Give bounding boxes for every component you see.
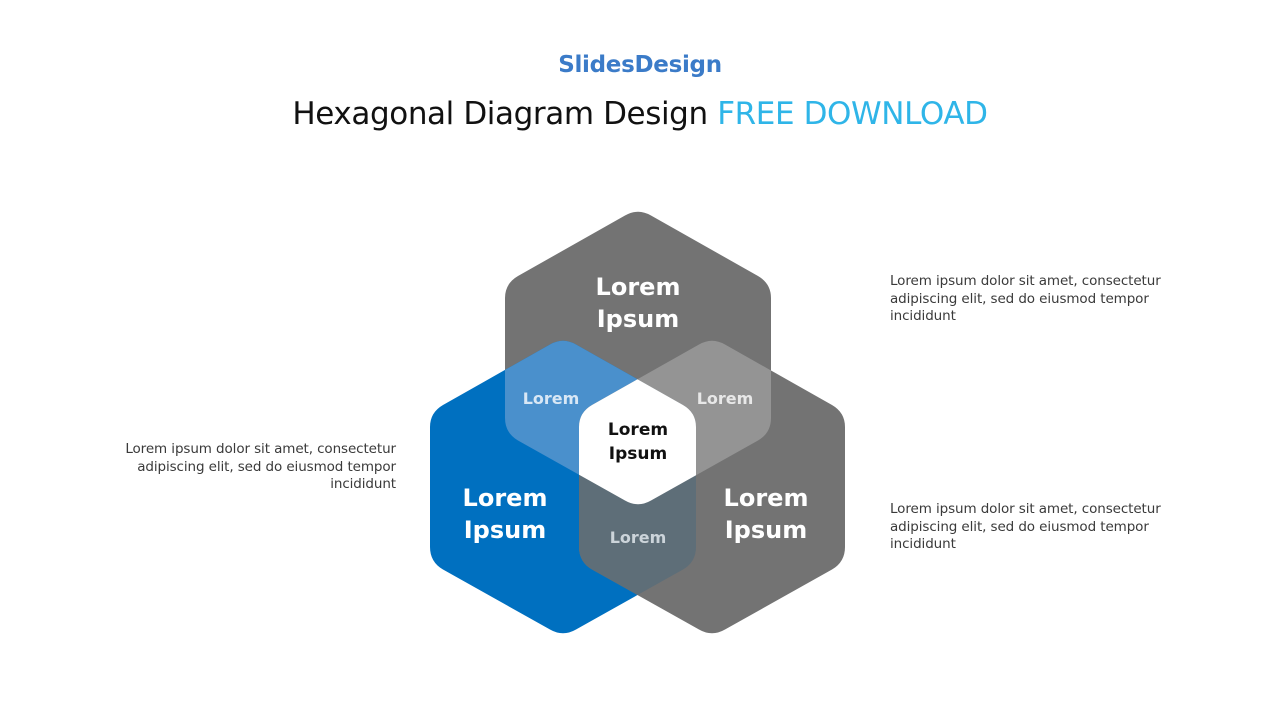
description-line: incididunt (890, 536, 956, 553)
description-line: Lorem ipsum dolor sit amet, consectetur (890, 501, 1161, 517)
overlap-top-right-label: Lorem (696, 389, 754, 408)
description-right-top: Lorem ipsum dolor sit amet, consectetur … (890, 273, 1210, 326)
center-label: Lorem Ipsum (583, 418, 693, 466)
description-line: incididunt (330, 476, 396, 493)
description-line: adipiscing elit, sed do eiusmod tempor (890, 518, 1149, 535)
description-line: adipiscing elit, sed do eiusmod tempor (137, 458, 396, 475)
description-line: Lorem ipsum dolor sit amet, consectetur (125, 441, 396, 457)
description-right-bottom: Lorem ipsum dolor sit amet, consectetur … (890, 501, 1210, 554)
hexagon-left-label-line1: Lorem (462, 484, 548, 512)
page-title: Hexagonal Diagram Design FREE DOWNLOAD (0, 96, 1280, 132)
center-hexagon (579, 340, 696, 505)
overlap-bottom-label: Lorem (609, 528, 667, 547)
description-line: Lorem ipsum dolor sit amet, consectetur (890, 273, 1161, 289)
description-left: Lorem ipsum dolor sit amet, consectetur … (76, 441, 396, 494)
center-label-line1: Lorem (607, 420, 669, 440)
title-accent: FREE DOWNLOAD (717, 96, 988, 132)
description-line: incididunt (890, 308, 956, 325)
hexagon-top-label: Lorem Ipsum (558, 271, 718, 335)
overlap-top-left-label: Lorem (522, 389, 580, 408)
description-line: adipiscing elit, sed do eiusmod tempor (890, 290, 1149, 307)
hexagon-right-label-line1: Lorem (723, 484, 809, 512)
hexagon-left-label: Lorem Ipsum (425, 482, 585, 546)
hexagon-right-label-line2: Ipsum (724, 516, 808, 544)
hexagon-top-label-line2: Ipsum (596, 305, 680, 333)
title-main: Hexagonal Diagram Design (292, 96, 708, 132)
center-label-line2: Ipsum (608, 444, 668, 464)
hexagon-right-label: Lorem Ipsum (686, 482, 846, 546)
hexagon-top-label-line1: Lorem (595, 273, 681, 301)
brand-logo-text: SlidesDesign (558, 52, 722, 78)
hexagon-left-label-line2: Ipsum (463, 516, 547, 544)
